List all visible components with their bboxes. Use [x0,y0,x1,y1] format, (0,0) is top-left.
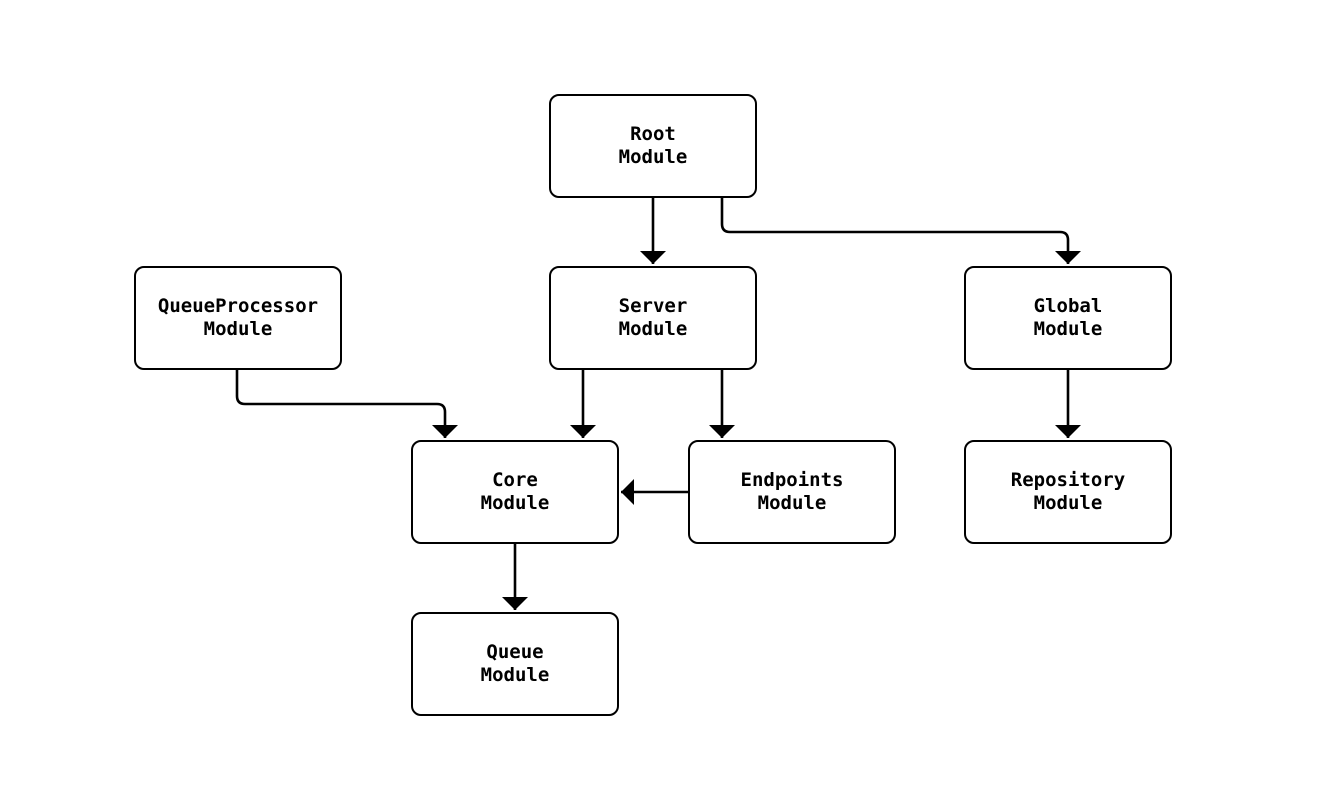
edge-root-to-global [720,198,1081,264]
node-queue-module: Queue Module [411,612,619,716]
node-queue-module-label: Queue Module [480,641,550,686]
node-queueprocessor-module: QueueProcessor Module [134,266,342,370]
node-repository-module-label: Repository Module [1010,469,1126,514]
edge-queueprocessor-to-core [235,370,458,438]
node-server-module: Server Module [549,266,757,370]
node-endpoints-module-label: Endpoints Module [740,469,844,514]
node-global-module-label: Global Module [1033,295,1103,340]
node-global-module: Global Module [964,266,1172,370]
node-queueprocessor-module-label: QueueProcessor Module [157,295,319,340]
node-root-module-label: Root Module [618,123,688,168]
node-core-module-label: Core Module [480,469,550,514]
node-core-module: Core Module [411,440,619,544]
node-root-module: Root Module [549,94,757,198]
node-repository-module: Repository Module [964,440,1172,544]
node-server-module-label: Server Module [618,295,688,340]
node-endpoints-module: Endpoints Module [688,440,896,544]
